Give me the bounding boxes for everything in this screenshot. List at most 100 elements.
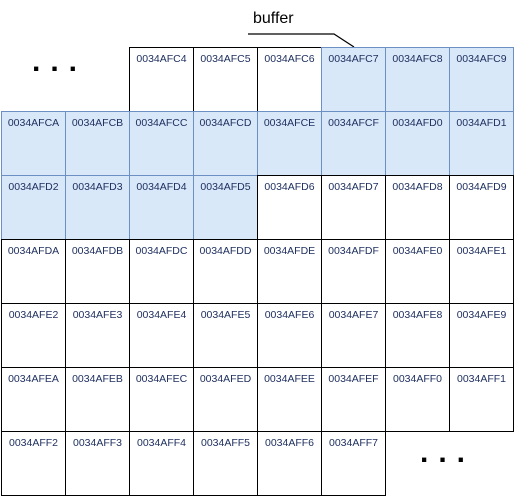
memory-cell: 0034AFE9 <box>449 303 514 368</box>
memory-cell: 0034AFC4 <box>129 47 194 112</box>
memory-cell: 0034AFD1 <box>449 111 514 176</box>
memory-cell: 0034AFC5 <box>193 47 258 112</box>
memory-address: 0034AFC7 <box>328 53 379 65</box>
memory-address: 0034AFF4 <box>136 437 187 449</box>
memory-cell: 0034AFEC <box>129 367 194 432</box>
memory-cell: 0034AFF1 <box>449 367 514 432</box>
memory-cell: 0034AFD7 <box>321 175 386 240</box>
memory-cell: 0034AFC6 <box>257 47 322 112</box>
memory-address: 0034AFE2 <box>8 309 59 321</box>
memory-address: 0034AFEF <box>328 373 379 385</box>
memory-address: 0034AFD1 <box>456 117 507 129</box>
memory-cell: 0034AFE1 <box>449 239 514 304</box>
memory-cell: 0034AFD3 <box>65 175 130 240</box>
memory-address: 0034AFD6 <box>264 181 315 193</box>
memory-address: 0034AFEB <box>72 373 123 385</box>
memory-cell: 0034AFED <box>193 367 258 432</box>
memory-cell: 0034AFDD <box>193 239 258 304</box>
memory-address: 0034AFC4 <box>136 53 187 65</box>
memory-address: 0034AFDA <box>7 245 60 257</box>
memory-cell: 0034AFF3 <box>65 431 130 496</box>
memory-cell: 0034AFE4 <box>129 303 194 368</box>
memory-cell: 0034AFD6 <box>257 175 322 240</box>
memory-cell: 0034AFD0 <box>385 111 450 176</box>
buffer-label: buffer <box>253 10 294 27</box>
memory-cell: 0034AFE5 <box>193 303 258 368</box>
memory-address: 0034AFDD <box>199 245 252 257</box>
memory-cell: 0034AFE2 <box>1 303 66 368</box>
memory-address: 0034AFE1 <box>456 245 507 257</box>
memory-cell: 0034AFDC <box>129 239 194 304</box>
memory-cell: 0034AFEE <box>257 367 322 432</box>
memory-cell: 0034AFDB <box>65 239 130 304</box>
memory-address: 0034AFEC <box>135 373 188 385</box>
memory-address: 0034AFC6 <box>264 53 315 65</box>
memory-address: 0034AFC5 <box>200 53 251 65</box>
memory-cell: 0034AFDE <box>257 239 322 304</box>
memory-cell: 0034AFC9 <box>449 47 514 112</box>
memory-address: 0034AFF5 <box>200 437 251 449</box>
memory-address: 0034AFF2 <box>8 437 59 449</box>
memory-address: 0034AFE4 <box>136 309 187 321</box>
memory-address: 0034AFF1 <box>456 373 507 385</box>
memory-cell: 0034AFE3 <box>65 303 130 368</box>
memory-cell: 0034AFF6 <box>257 431 322 496</box>
memory-cell: 0034AFCF <box>321 111 386 176</box>
memory-address: 0034AFDB <box>71 245 124 257</box>
ellipsis-start: ... <box>32 45 88 78</box>
memory-cell: 0034AFCB <box>65 111 130 176</box>
memory-cell: 0034AFE8 <box>385 303 450 368</box>
ellipsis-end: ... <box>420 436 476 469</box>
memory-address: 0034AFC9 <box>456 53 507 65</box>
memory-address: 0034AFF3 <box>72 437 123 449</box>
memory-address: 0034AFC8 <box>392 53 443 65</box>
memory-address: 0034AFD8 <box>392 181 443 193</box>
memory-cell: 0034AFD8 <box>385 175 450 240</box>
memory-cell: 0034AFCC <box>129 111 194 176</box>
memory-cell: 0034AFCA <box>1 111 66 176</box>
memory-address: 0034AFCD <box>199 117 252 129</box>
memory-cell: 0034AFEF <box>321 367 386 432</box>
memory-address: 0034AFE0 <box>392 245 443 257</box>
memory-address: 0034AFD0 <box>392 117 443 129</box>
memory-address: 0034AFCF <box>328 117 379 129</box>
memory-address: 0034AFCB <box>71 117 124 129</box>
memory-address: 0034AFD7 <box>328 181 379 193</box>
memory-cell: 0034AFF0 <box>385 367 450 432</box>
memory-address: 0034AFE3 <box>72 309 123 321</box>
memory-cell: 0034AFD4 <box>129 175 194 240</box>
memory-address: 0034AFD2 <box>8 181 59 193</box>
memory-cell: 0034AFDF <box>321 239 386 304</box>
memory-cell: 0034AFC7 <box>321 47 386 112</box>
memory-address: 0034AFF6 <box>264 437 315 449</box>
memory-cell: 0034AFEA <box>1 367 66 432</box>
memory-cell: 0034AFCE <box>257 111 322 176</box>
memory-cell: 0034AFCD <box>193 111 258 176</box>
memory-cell: 0034AFD9 <box>449 175 514 240</box>
memory-address: 0034AFDC <box>135 245 188 257</box>
memory-cell: 0034AFE0 <box>385 239 450 304</box>
memory-cell: 0034AFC8 <box>385 47 450 112</box>
memory-cell: 0034AFDA <box>1 239 66 304</box>
memory-address: 0034AFD9 <box>456 181 507 193</box>
memory-cell: 0034AFF4 <box>129 431 194 496</box>
memory-cell: 0034AFEB <box>65 367 130 432</box>
memory-address: 0034AFD3 <box>72 181 123 193</box>
memory-address: 0034AFDE <box>263 245 316 257</box>
memory-address: 0034AFCA <box>7 117 60 129</box>
memory-address: 0034AFE7 <box>328 309 379 321</box>
memory-address: 0034AFEA <box>8 373 59 385</box>
memory-address: 0034AFEE <box>264 373 315 385</box>
memory-address: 0034AFCE <box>263 117 316 129</box>
memory-address: 0034AFD5 <box>200 181 251 193</box>
memory-address: 0034AFE5 <box>200 309 251 321</box>
memory-address: 0034AFF0 <box>392 373 443 385</box>
memory-address: 0034AFCC <box>135 117 188 129</box>
memory-cell: 0034AFE6 <box>257 303 322 368</box>
memory-cell: 0034AFF2 <box>1 431 66 496</box>
memory-address: 0034AFE8 <box>392 309 443 321</box>
memory-cell: 0034AFF5 <box>193 431 258 496</box>
memory-address: 0034AFED <box>199 373 252 385</box>
memory-cell: 0034AFD5 <box>193 175 258 240</box>
